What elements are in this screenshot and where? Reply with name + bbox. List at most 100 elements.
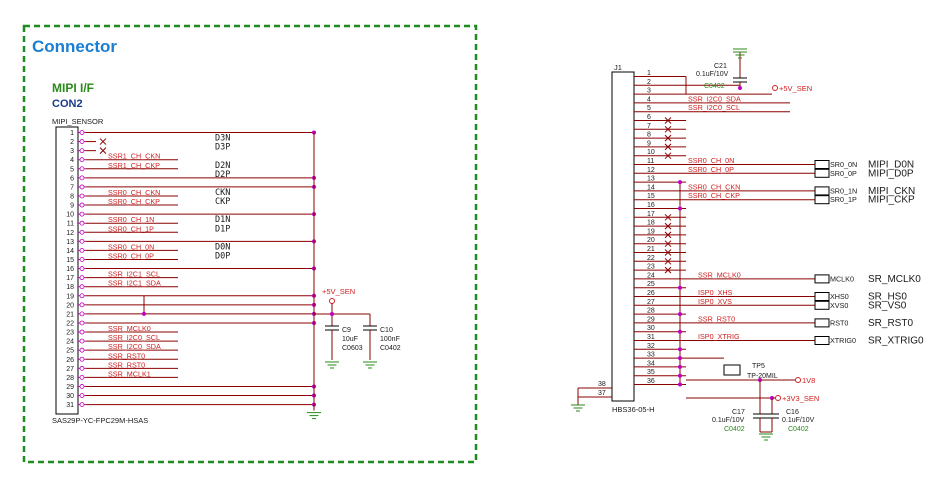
j1-pin-35-spacer	[686, 376, 798, 380]
c21-ref: C21	[714, 63, 727, 70]
con2-pin-28-marker	[79, 374, 85, 380]
j1-pin-group: 1234567891011121314151617181920212223242…	[634, 70, 686, 385]
con2-pin-22-marker	[79, 320, 85, 326]
j1-port-11-label: SR0_0N	[830, 160, 857, 169]
j1-net-label-14: SSR0_CH_CKN	[688, 182, 740, 191]
con2-pin-6-num: 6	[70, 175, 74, 182]
1v8-rail-label: 1V8	[802, 376, 815, 385]
j1-pin-13-num: 13	[647, 176, 655, 183]
j1-pin-16-num: 16	[647, 202, 655, 209]
right-5v-rail-label: +5V_SEN	[779, 84, 812, 93]
j1-pin-28-num: 28	[647, 308, 655, 315]
j1-pin-24-num: 24	[647, 272, 655, 279]
j1-port-12-label: SR0_0P	[830, 169, 857, 178]
con2-net-label-27: SSR_RST0	[108, 360, 145, 369]
con2-pin-4-num: 4	[70, 157, 74, 164]
right-power-group: C21 0.1uF/10V C0402 +5V_SEN TP5 TP-20MIL…	[696, 52, 819, 433]
con2-pin-15-marker	[79, 257, 85, 262]
j1-port-14-label: SR0_1N	[830, 186, 857, 195]
j1-pin-17-nc-mark	[664, 213, 672, 221]
section-title: Connector	[32, 37, 117, 56]
j1-pin-10-nc-mark	[664, 152, 672, 160]
c9-value: 10uF	[342, 336, 358, 343]
j1-pin-23-num: 23	[647, 264, 655, 271]
con2-pair-label-D2N: D2N	[215, 161, 230, 171]
j1-pin-8-nc-mark	[664, 134, 672, 142]
con2-pin-7-marker	[79, 184, 85, 190]
con2-net-label-15: SSR0_CH_0P	[108, 251, 154, 260]
j1-port-27-label: XVS0	[830, 301, 848, 310]
con2-pin-group: 1234567891011121314151617181920212223242…	[66, 130, 86, 409]
con2-pin-12-marker	[79, 229, 85, 235]
j1-port-27-symbol	[814, 300, 830, 310]
j1-pin-26-num: 26	[647, 290, 655, 297]
con2-net-label-17: SSR_I2C1_SCL	[108, 270, 160, 279]
j1-pin-34-junction	[678, 364, 682, 369]
con2-pin-18-marker	[79, 284, 85, 290]
con2-pin-8-num: 8	[70, 193, 74, 200]
con2-pin-9-marker	[79, 202, 85, 208]
con2-pin-18-num: 18	[66, 284, 74, 291]
j1-net-label-26: ISP0_XHS	[698, 288, 733, 297]
j1-pin-22-num: 22	[647, 255, 655, 262]
j1-net-labels: SSR_I2C0_SDASSR_I2C0_SCLSSR0_CH_0NSSR0_C…	[688, 94, 741, 341]
con2-pair-label-CKP: CKP	[215, 197, 230, 207]
j1-port-31-symbol	[814, 336, 830, 345]
j1-pin-33-junction	[678, 356, 682, 361]
j1-pin-21-num: 21	[647, 246, 655, 253]
j1-net-label-4: SSR_I2C0_SDA	[688, 94, 741, 103]
c9-ref: C9	[342, 327, 351, 334]
j1-port-15-signal: MIPI_CKP	[868, 195, 915, 206]
j1-pin-23-nc-mark	[664, 266, 672, 274]
con2-pin-26-marker	[79, 356, 85, 362]
con2-pin-13-num: 13	[66, 239, 74, 246]
con2-net-label-28: SSR_MCLK1	[108, 369, 151, 378]
con2-part-name: MIPI_SENSOR	[52, 117, 104, 126]
con2-pin-21-marker	[79, 311, 85, 317]
j1-pin-11-num: 11	[647, 158, 654, 165]
j1-pin-32-junction	[678, 347, 682, 352]
j1-pin-36-num: 36	[647, 378, 655, 385]
j1-extra-pins: 38 37	[577, 381, 612, 405]
con2-net-label-14: SSR0_CH_0N	[108, 242, 154, 251]
j1-port-29-label: RST0	[830, 318, 848, 327]
con2-net-label-12: SSR0_CH_1P	[108, 224, 154, 233]
j1-pin-6-nc-mark	[664, 117, 672, 124]
j1-net-label-11: SSR0_CH_0N	[688, 156, 734, 165]
j1-part-name: HBS36-05-H	[612, 405, 655, 414]
con2-pin-28-num: 28	[66, 375, 74, 382]
j1-pin-12-num: 12	[647, 167, 655, 174]
j1-pin-1-num: 1	[647, 70, 651, 77]
con2-pin-31-num: 31	[66, 402, 74, 409]
3v3-rail-label: +3V3_SEN	[782, 394, 819, 403]
con2-pin-5-marker	[79, 166, 85, 172]
con2-pin-21-num: 21	[66, 311, 74, 318]
j1-pin-37-num: 37	[598, 390, 606, 397]
j1-port-12-symbol	[814, 168, 830, 178]
j1-port-24-symbol	[814, 274, 830, 284]
j1-port-26-symbol	[814, 292, 830, 301]
c17-package: C0402	[724, 426, 745, 433]
con2-pin-25-num: 25	[66, 348, 74, 355]
left-power-group: +5V_SEN C9 10uF C0603 C10 100nF C0402	[314, 287, 401, 360]
j1-net-label-12: SSR0_CH_0P	[688, 165, 734, 174]
con2-wire-group	[86, 130, 316, 411]
con2-pin-30-marker	[79, 393, 85, 398]
j1-net-label-27: ISP0_XVS	[698, 297, 732, 306]
j1-designator: J1	[614, 63, 622, 72]
j1-pin-28-junction	[678, 312, 682, 317]
j1-port-24-label: MCLK0	[830, 274, 854, 283]
c10-value: 100nF	[380, 336, 400, 343]
c10-ground-symbol	[363, 361, 377, 369]
con2-pin-27-marker	[79, 365, 85, 371]
con2-pin-23-marker	[79, 329, 85, 335]
j1-port-26-label: XHS0	[830, 292, 849, 301]
c21-junction	[738, 86, 742, 90]
j1-pin-20-nc-mark	[664, 240, 672, 248]
con2-pin-16-marker	[79, 266, 85, 271]
con2-pin-13-marker	[79, 238, 85, 244]
j1-shield-ground-symbol	[571, 404, 585, 412]
j1-pin-21-nc-mark	[664, 249, 672, 256]
con2-pin-17-marker	[79, 275, 85, 281]
j1-pin-25-junction	[678, 285, 682, 290]
